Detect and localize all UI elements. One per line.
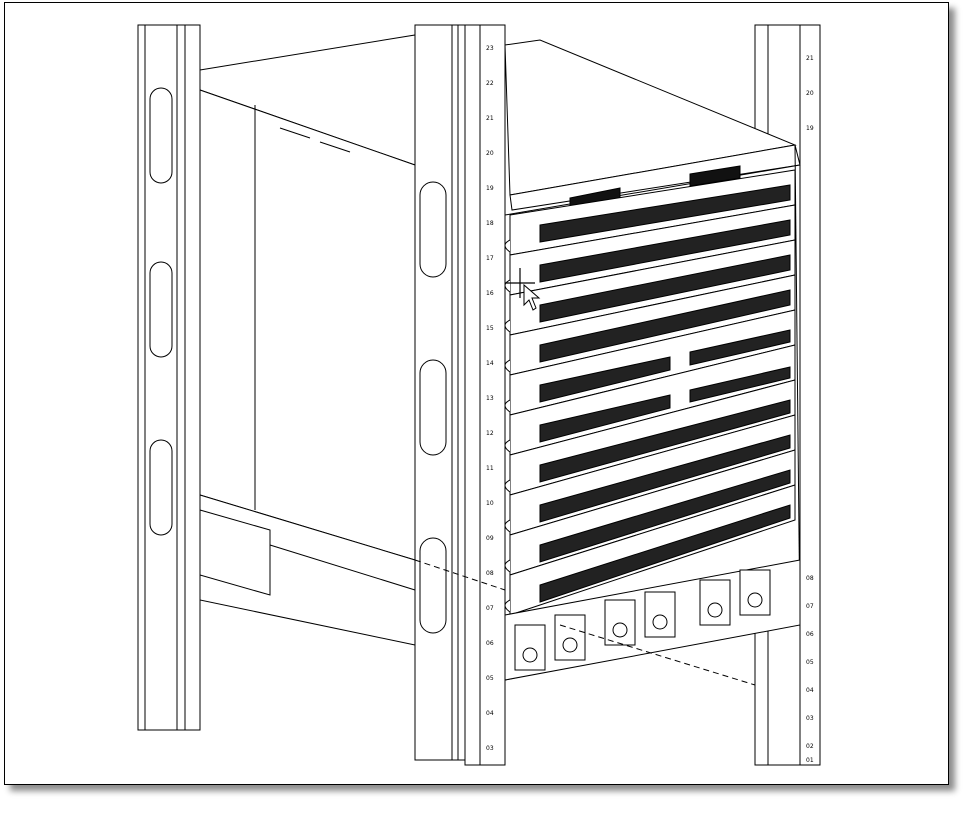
unit-label: 20 bbox=[806, 90, 814, 97]
line-card bbox=[509, 484, 796, 616]
unit-label: 19 bbox=[486, 185, 494, 192]
unit-label: 18 bbox=[486, 220, 494, 227]
line-card bbox=[509, 344, 796, 456]
unit-label: 07 bbox=[486, 605, 494, 612]
power-supply bbox=[554, 614, 586, 661]
unit-label: 17 bbox=[486, 255, 494, 262]
line-card bbox=[509, 449, 796, 576]
line-card bbox=[509, 169, 796, 256]
right-post-unit-labels: 21 20 19 08 07 06 05 04 03 02 01 bbox=[806, 55, 814, 764]
move-cursor-icon bbox=[505, 268, 541, 311]
power-supply bbox=[514, 624, 546, 671]
unit-label: 08 bbox=[486, 570, 494, 577]
unit-label: 09 bbox=[486, 535, 494, 542]
unit-label: 20 bbox=[486, 150, 494, 157]
power-supply bbox=[604, 599, 636, 646]
unit-label: 06 bbox=[486, 640, 494, 647]
left-rear-rack-post bbox=[137, 24, 201, 731]
unit-label: 12 bbox=[486, 430, 494, 437]
power-supply bbox=[644, 591, 676, 638]
unit-label: 23 bbox=[486, 45, 494, 52]
unit-label: 03 bbox=[486, 745, 494, 752]
left-post-unit-labels: 23 22 21 20 19 18 17 16 15 14 13 12 11 1… bbox=[486, 45, 494, 752]
line-cards bbox=[509, 169, 796, 616]
unit-label: 06 bbox=[806, 631, 814, 638]
power-supply-row bbox=[504, 559, 801, 681]
unit-label: 04 bbox=[486, 710, 494, 717]
unit-label: 21 bbox=[486, 115, 494, 122]
rack-shelf-left-bay bbox=[199, 34, 416, 646]
unit-label: 05 bbox=[806, 659, 814, 666]
card-ejector-handles bbox=[504, 239, 511, 613]
left-front-rack-post bbox=[414, 24, 466, 761]
unit-label: 16 bbox=[486, 290, 494, 297]
unit-label: 08 bbox=[806, 575, 814, 582]
power-supply bbox=[699, 579, 731, 626]
unit-label: 05 bbox=[486, 675, 494, 682]
unit-label: 14 bbox=[486, 360, 494, 367]
power-supply bbox=[739, 569, 771, 616]
mounting-guide-lines bbox=[414, 559, 756, 686]
unit-label: 13 bbox=[486, 395, 494, 402]
unit-label: 11 bbox=[486, 465, 494, 472]
unit-label: 22 bbox=[486, 80, 494, 87]
unit-label: 01 bbox=[806, 757, 814, 764]
unit-label: 04 bbox=[806, 687, 814, 694]
unit-label: 21 bbox=[806, 55, 814, 62]
unit-label: 03 bbox=[806, 715, 814, 722]
right-front-rack-post bbox=[464, 24, 506, 766]
unit-label: 10 bbox=[486, 500, 494, 507]
unit-label: 15 bbox=[486, 325, 494, 332]
unit-label: 07 bbox=[806, 603, 814, 610]
unit-label: 02 bbox=[806, 743, 814, 750]
unit-label: 19 bbox=[806, 125, 814, 132]
